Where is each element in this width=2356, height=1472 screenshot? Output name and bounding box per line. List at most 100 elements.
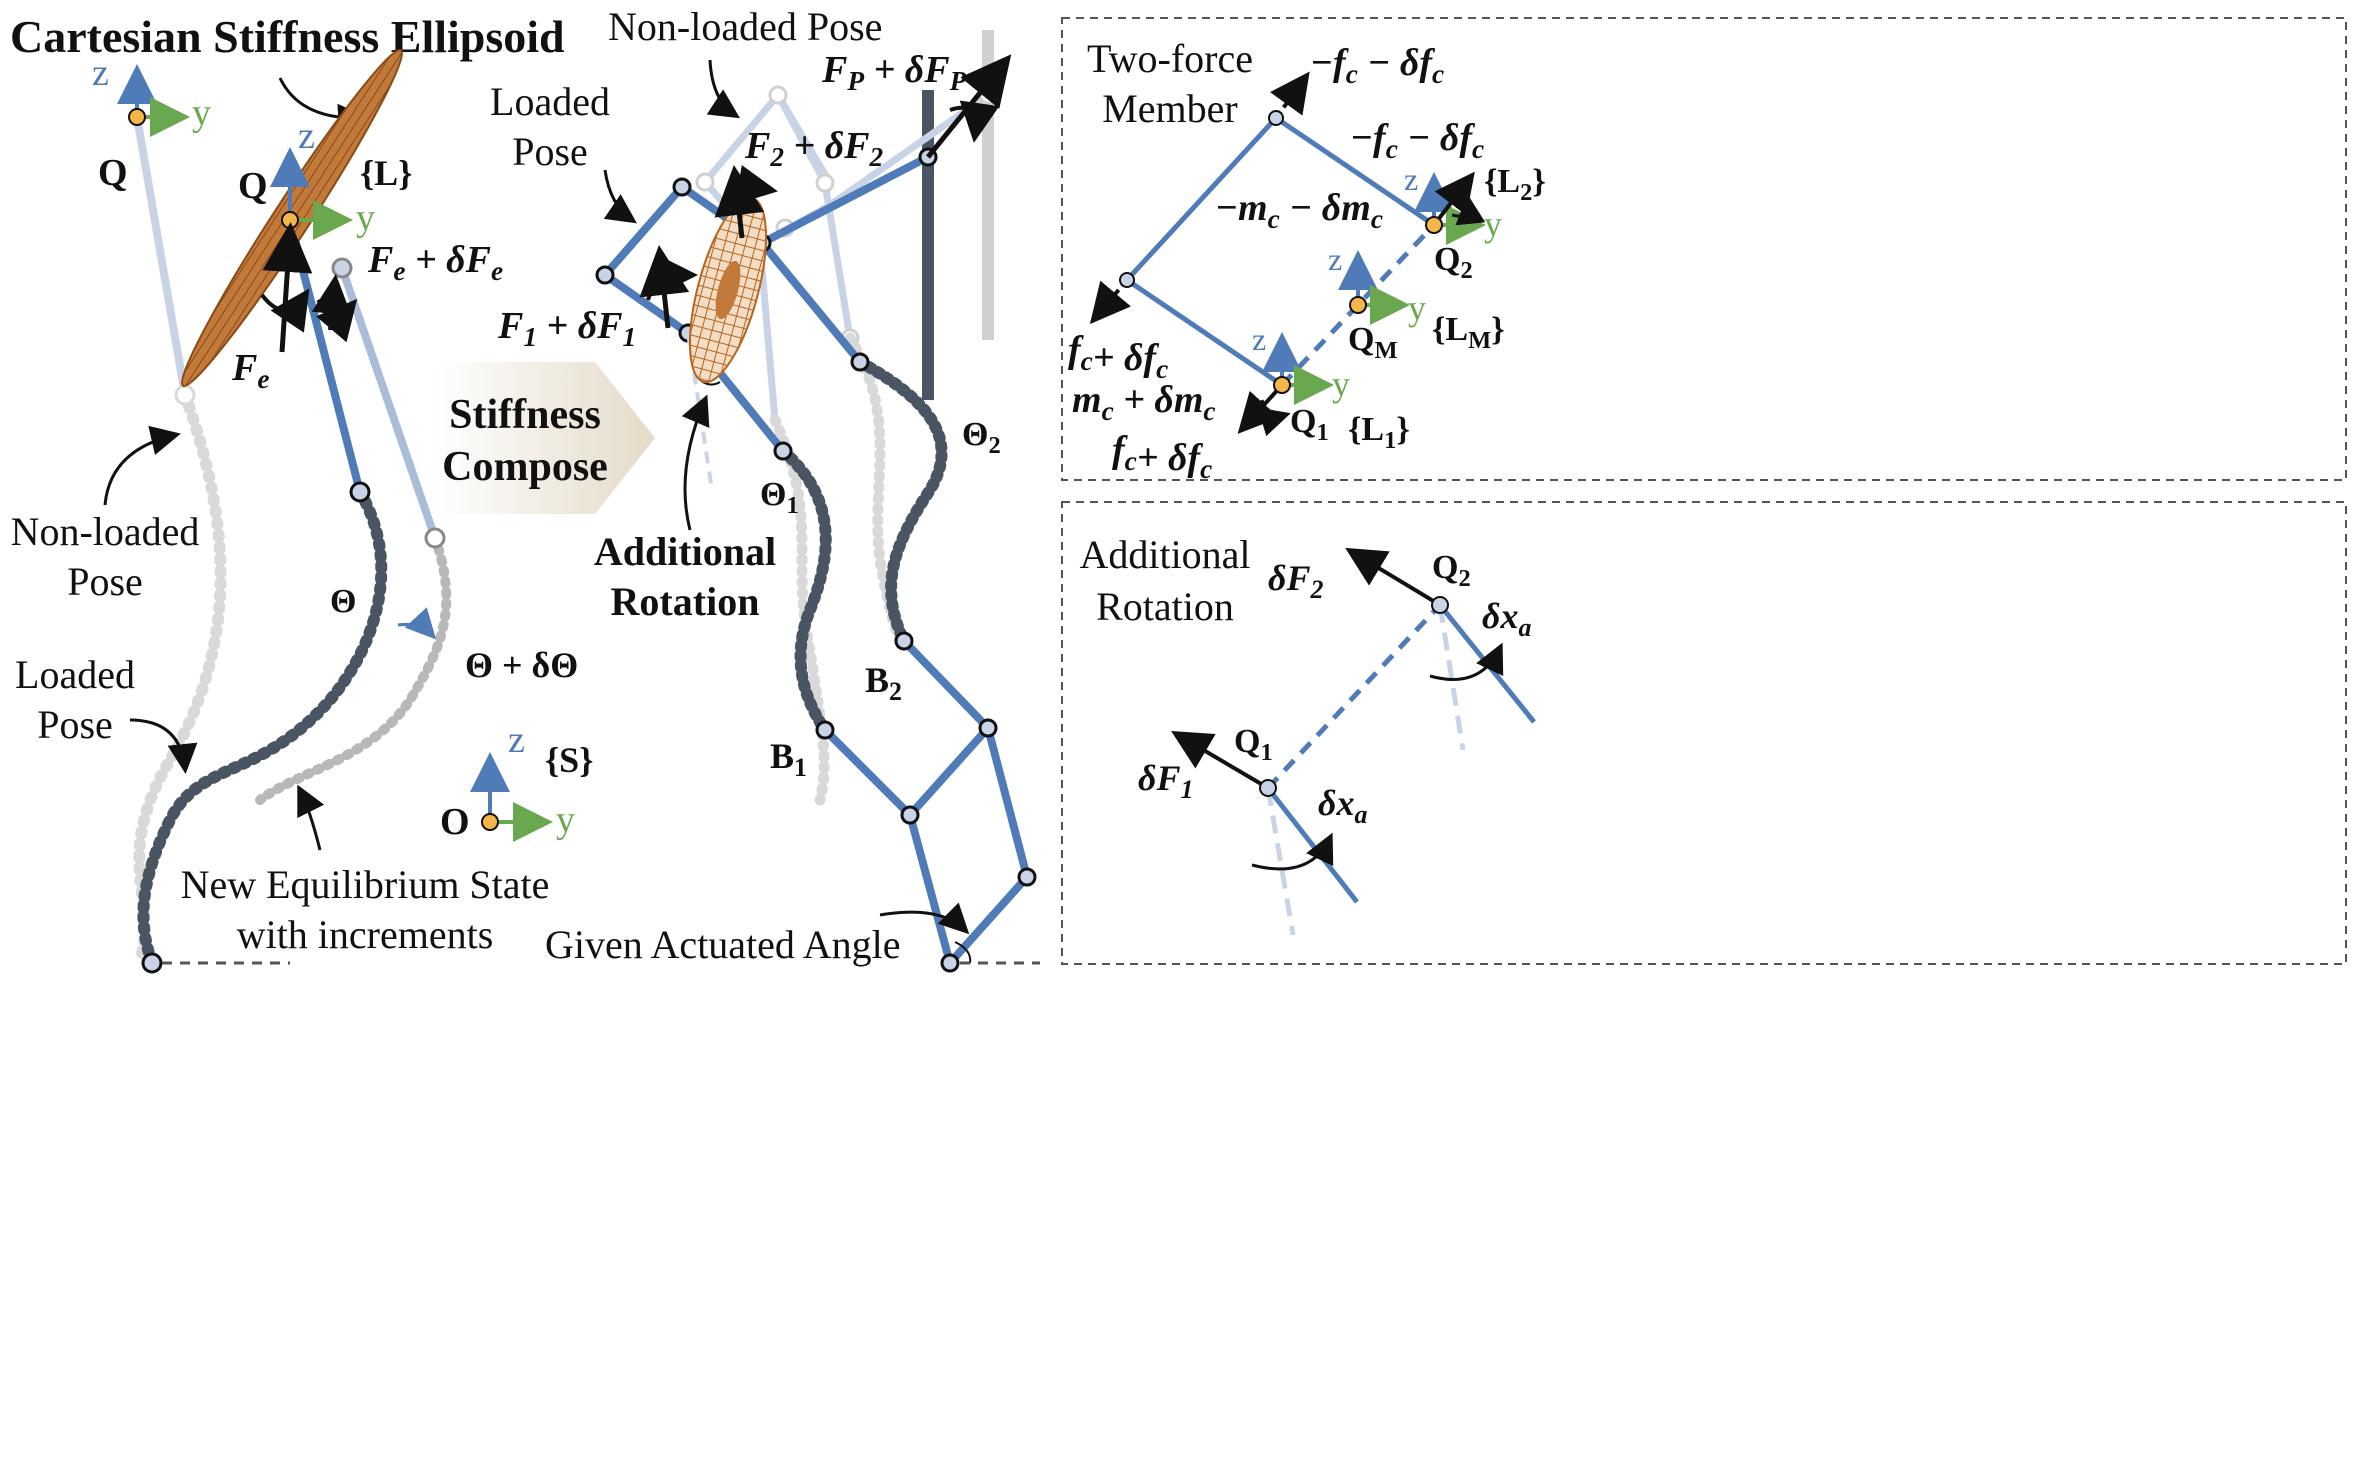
loaded-joint-left bbox=[349, 481, 371, 503]
mc-q2-label: −mc − δmc bbox=[1215, 187, 1383, 234]
l2-label: {L2} bbox=[1484, 163, 1546, 206]
compose-label-1: Stiffness bbox=[449, 392, 601, 438]
reference-line-q2 bbox=[1437, 604, 1466, 751]
axis-y-label: y bbox=[192, 92, 211, 134]
q-label: Q bbox=[238, 165, 268, 207]
q1-label: Q1 bbox=[1290, 403, 1329, 446]
new-eq-label-1: New Equilibrium State bbox=[181, 862, 550, 907]
new-equilibrium-rod bbox=[255, 533, 452, 805]
axis-y-label: y bbox=[1332, 364, 1350, 404]
loaded-pointer-arrow bbox=[603, 169, 637, 224]
non-loaded-label-1: Non-loaded bbox=[11, 509, 200, 554]
b2-label: B2 bbox=[865, 660, 902, 706]
additional-rotation-panel: Additional Rotation δF2 Q2 δxa Q1 δF1 δx… bbox=[1061, 501, 2347, 965]
point-qm bbox=[1349, 296, 1367, 314]
moment-f2-arrow bbox=[720, 165, 778, 214]
panel-border bbox=[1061, 17, 2347, 481]
mc-q1-label: mc + δmc bbox=[1072, 379, 1216, 426]
point-q2 bbox=[1425, 216, 1443, 234]
loaded-label-1: Loaded bbox=[15, 652, 135, 697]
axis-z-label: z bbox=[92, 52, 109, 94]
two-force-axis-line bbox=[1266, 603, 1442, 790]
f2-label: F2 + δF2 bbox=[744, 125, 884, 172]
panel-title-2: Rotation bbox=[1096, 584, 1234, 629]
point-q-top bbox=[128, 108, 146, 126]
origin-point bbox=[481, 813, 499, 831]
chevron-shape bbox=[435, 362, 655, 514]
force-fe-inc-arrow bbox=[311, 274, 352, 331]
frame-s-label: {S} bbox=[545, 740, 593, 780]
loaded-mechanism bbox=[601, 153, 1031, 966]
df1-label: δF1 bbox=[1138, 758, 1193, 804]
l1-label: {L1} bbox=[1348, 411, 1410, 454]
fc-q1-label: fc+ δfc bbox=[1112, 429, 1212, 484]
axis-z-label: z bbox=[298, 115, 315, 157]
df2-label: δF2 bbox=[1268, 558, 1323, 604]
axis-y-label: y bbox=[1408, 288, 1426, 328]
f1-label: F1 + δF1 bbox=[497, 305, 636, 352]
panel-border bbox=[1061, 501, 2347, 965]
two-force-member-panel: Two-force Member z y Q2 {L2} z y QM {LM} bbox=[1061, 17, 2347, 484]
ellipsoid-core bbox=[715, 260, 741, 320]
loaded-rod-left bbox=[137, 486, 388, 969]
loaded-pointer-arrow bbox=[129, 718, 198, 774]
non-loaded-link-left bbox=[133, 116, 189, 396]
force-df1-arrow bbox=[1171, 730, 1270, 790]
fc-top-label: −fc − δfc bbox=[1310, 42, 1444, 89]
non-loaded-joint bbox=[174, 384, 196, 406]
add-rot-label-2: Rotation bbox=[611, 579, 760, 624]
moment-q2-arrow bbox=[1451, 194, 1486, 226]
moment-f1-arrow bbox=[646, 255, 698, 301]
non-loaded-pose-label: Non-loaded Pose bbox=[608, 4, 882, 49]
dxa-q1-label: δxa bbox=[1318, 783, 1367, 829]
theta1-label: Θ1 bbox=[760, 476, 799, 519]
moment-fp-arrow bbox=[949, 100, 1000, 143]
compose-label-2: Compose bbox=[442, 444, 608, 490]
q-label-top: Q bbox=[98, 152, 128, 194]
fc-q2-label: −fc − δfc bbox=[1350, 117, 1484, 164]
non-loaded-pointer-arrow bbox=[103, 425, 181, 506]
reference-line-q1 bbox=[1265, 787, 1296, 936]
axis-z-label: z bbox=[1252, 321, 1266, 357]
loaded-rod-1 bbox=[777, 445, 832, 736]
loaded-label-1: Loaded bbox=[490, 79, 610, 124]
loaded-label-2: Pose bbox=[512, 129, 588, 174]
point-q bbox=[281, 211, 299, 229]
panel-title-2: Member bbox=[1102, 86, 1238, 131]
add-rot-pointer-arrow bbox=[681, 394, 710, 531]
middle-panel: Non-loaded Pose Loaded Pose bbox=[490, 4, 1040, 973]
member-joints bbox=[1119, 110, 1284, 288]
theta-increment-arrow bbox=[397, 607, 437, 640]
loaded-label-2: Pose bbox=[37, 702, 113, 747]
lm-label: {LM} bbox=[1432, 311, 1505, 354]
fe-label: Fe bbox=[231, 347, 270, 394]
point-q1 bbox=[1273, 376, 1291, 394]
q2-label: Q2 bbox=[1434, 241, 1473, 284]
incremented-link-left bbox=[338, 266, 439, 540]
compose-chevron: Stiffness Compose bbox=[435, 362, 655, 514]
new-eq-pointer-arrow bbox=[297, 784, 325, 851]
force-fc-top-arrow bbox=[1270, 71, 1310, 120]
two-force-axis-line bbox=[1280, 223, 1436, 387]
point-q2 bbox=[1431, 596, 1449, 614]
fe-inc-label: Fe + δFe bbox=[367, 239, 503, 286]
point-q1 bbox=[1259, 779, 1277, 797]
panel-title-1: Two-force bbox=[1087, 36, 1253, 81]
force-df2-arrow bbox=[1345, 547, 1442, 607]
incremented-joint-left bbox=[424, 527, 446, 549]
new-eq-label-2: with increments bbox=[237, 912, 494, 957]
non-loaded-rod-1 bbox=[769, 414, 830, 806]
moment-q1-arrow bbox=[1257, 399, 1291, 437]
axis-z-label: z bbox=[1404, 161, 1418, 197]
base-joint-left bbox=[141, 952, 163, 974]
fp-label: FP + δFP bbox=[821, 49, 967, 96]
dxa-q2-label: δxa bbox=[1482, 596, 1531, 642]
theta-inc-label: Θ + δΘ bbox=[465, 645, 578, 685]
non-loaded-pointer-arrow bbox=[706, 59, 741, 119]
force-q2-arrow bbox=[1432, 171, 1475, 227]
panel-title-1: Additional bbox=[1079, 532, 1250, 577]
frame-l-label: {L} bbox=[360, 153, 412, 193]
loaded-rod-2 bbox=[854, 356, 948, 647]
member-links bbox=[1125, 115, 1436, 388]
axis-y-label: y bbox=[356, 197, 375, 239]
